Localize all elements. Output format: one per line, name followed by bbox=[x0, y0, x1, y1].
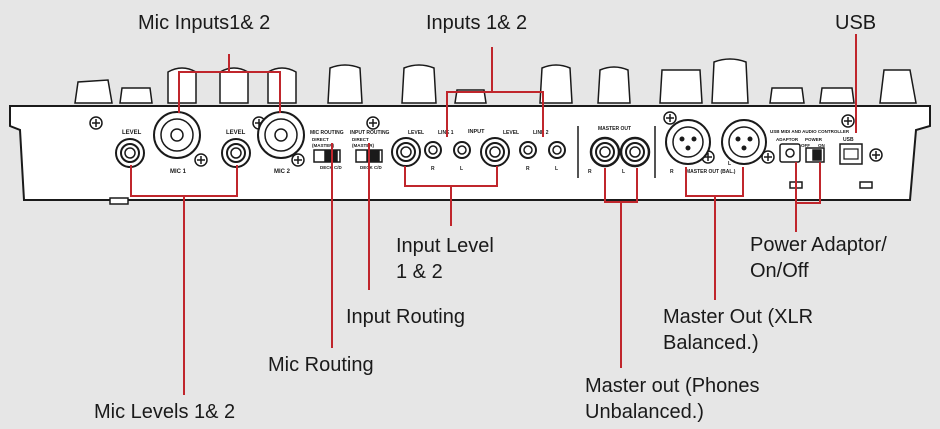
switches bbox=[313, 147, 825, 163]
power-line-2: On/Off bbox=[750, 260, 809, 282]
master-out-xlr-callout: Master Out (XLR Balanced.) bbox=[663, 304, 813, 356]
panel-label: INPUT bbox=[468, 129, 485, 135]
input-level-line-2: 1 & 2 bbox=[396, 261, 443, 283]
panel-label: POWER bbox=[805, 137, 823, 142]
usb-callout: USB bbox=[835, 12, 877, 34]
mic-inputs-callout: Mic Inputs1& 2 bbox=[138, 12, 271, 34]
screws bbox=[89, 111, 883, 167]
panel-label: DIRECT bbox=[352, 137, 369, 142]
inputs-callout: Inputs 1& 2 bbox=[426, 12, 528, 34]
panel-label: R bbox=[670, 169, 674, 175]
top-knobs bbox=[74, 58, 917, 104]
panel-label: MIC 1 bbox=[170, 169, 187, 175]
mic-routing-callout: Mic Routing bbox=[268, 354, 374, 376]
input-routing-callout: Input Routing bbox=[346, 306, 465, 328]
panel-label: R bbox=[588, 169, 592, 175]
master-phones-line-2: Unbalanced.) bbox=[585, 401, 704, 423]
panel-label: R bbox=[526, 166, 530, 172]
master-xlr-line-2: Balanced.) bbox=[663, 332, 759, 354]
panel-label: L bbox=[728, 161, 731, 167]
panel-label: L bbox=[460, 166, 463, 172]
master-out-phones-callout: Master out (Phones Unbalanced.) bbox=[585, 373, 760, 425]
panel-label: DECK C/D bbox=[360, 165, 383, 170]
master-xlr-line-1: Master Out (XLR bbox=[663, 306, 814, 328]
panel-label: LINE 1 bbox=[438, 130, 454, 136]
panel-label: L bbox=[555, 166, 558, 172]
panel-label: DIRECT bbox=[312, 137, 329, 142]
panel-label: USB bbox=[843, 137, 854, 143]
panel-label: LINE 2 bbox=[533, 130, 549, 136]
power-line-1: Power Adaptor/ bbox=[750, 234, 887, 256]
jacks bbox=[115, 111, 863, 168]
callout-lines bbox=[130, 34, 857, 395]
panel-label: LEVEL bbox=[503, 130, 519, 136]
panel-label: R bbox=[431, 166, 435, 172]
panel-label: LEVEL bbox=[226, 130, 246, 136]
panel-label: MASTER OUT bbox=[598, 126, 631, 132]
panel-label: USB MIDI AND AUDIO CONTROLLER bbox=[770, 129, 850, 134]
panel-label: MIC 2 bbox=[274, 169, 291, 175]
panel-label: ON bbox=[818, 143, 825, 148]
input-level-line-1: Input Level bbox=[396, 235, 494, 257]
panel-label: (MASTER) bbox=[312, 143, 334, 148]
panel-label: INPUT ROUTING bbox=[350, 130, 390, 136]
power-callout: Power Adaptor/ On/Off bbox=[750, 232, 887, 284]
panel-label: LEVEL bbox=[408, 130, 424, 136]
panel-label: L bbox=[622, 169, 625, 175]
panel-label: MIC ROUTING bbox=[310, 130, 344, 136]
panel-dividers bbox=[577, 126, 656, 178]
mic-levels-callout: Mic Levels 1& 2 bbox=[94, 401, 236, 423]
master-phones-line-1: Master out (Phones bbox=[585, 375, 760, 397]
panel-label: ADAPTOR bbox=[776, 137, 799, 142]
input-level-callout: Input Level 1 & 2 bbox=[396, 233, 494, 285]
panel-label: LEVEL bbox=[122, 130, 142, 136]
panel-silkscreen: LEVEL MIC 1 LEVEL MIC 2 MIC ROUTING DIRE… bbox=[122, 126, 854, 175]
panel-label: MASTER OUT (BAL.) bbox=[686, 169, 736, 175]
panel-label: (MASTER) bbox=[352, 143, 374, 148]
panel-label: OFF bbox=[801, 143, 810, 148]
